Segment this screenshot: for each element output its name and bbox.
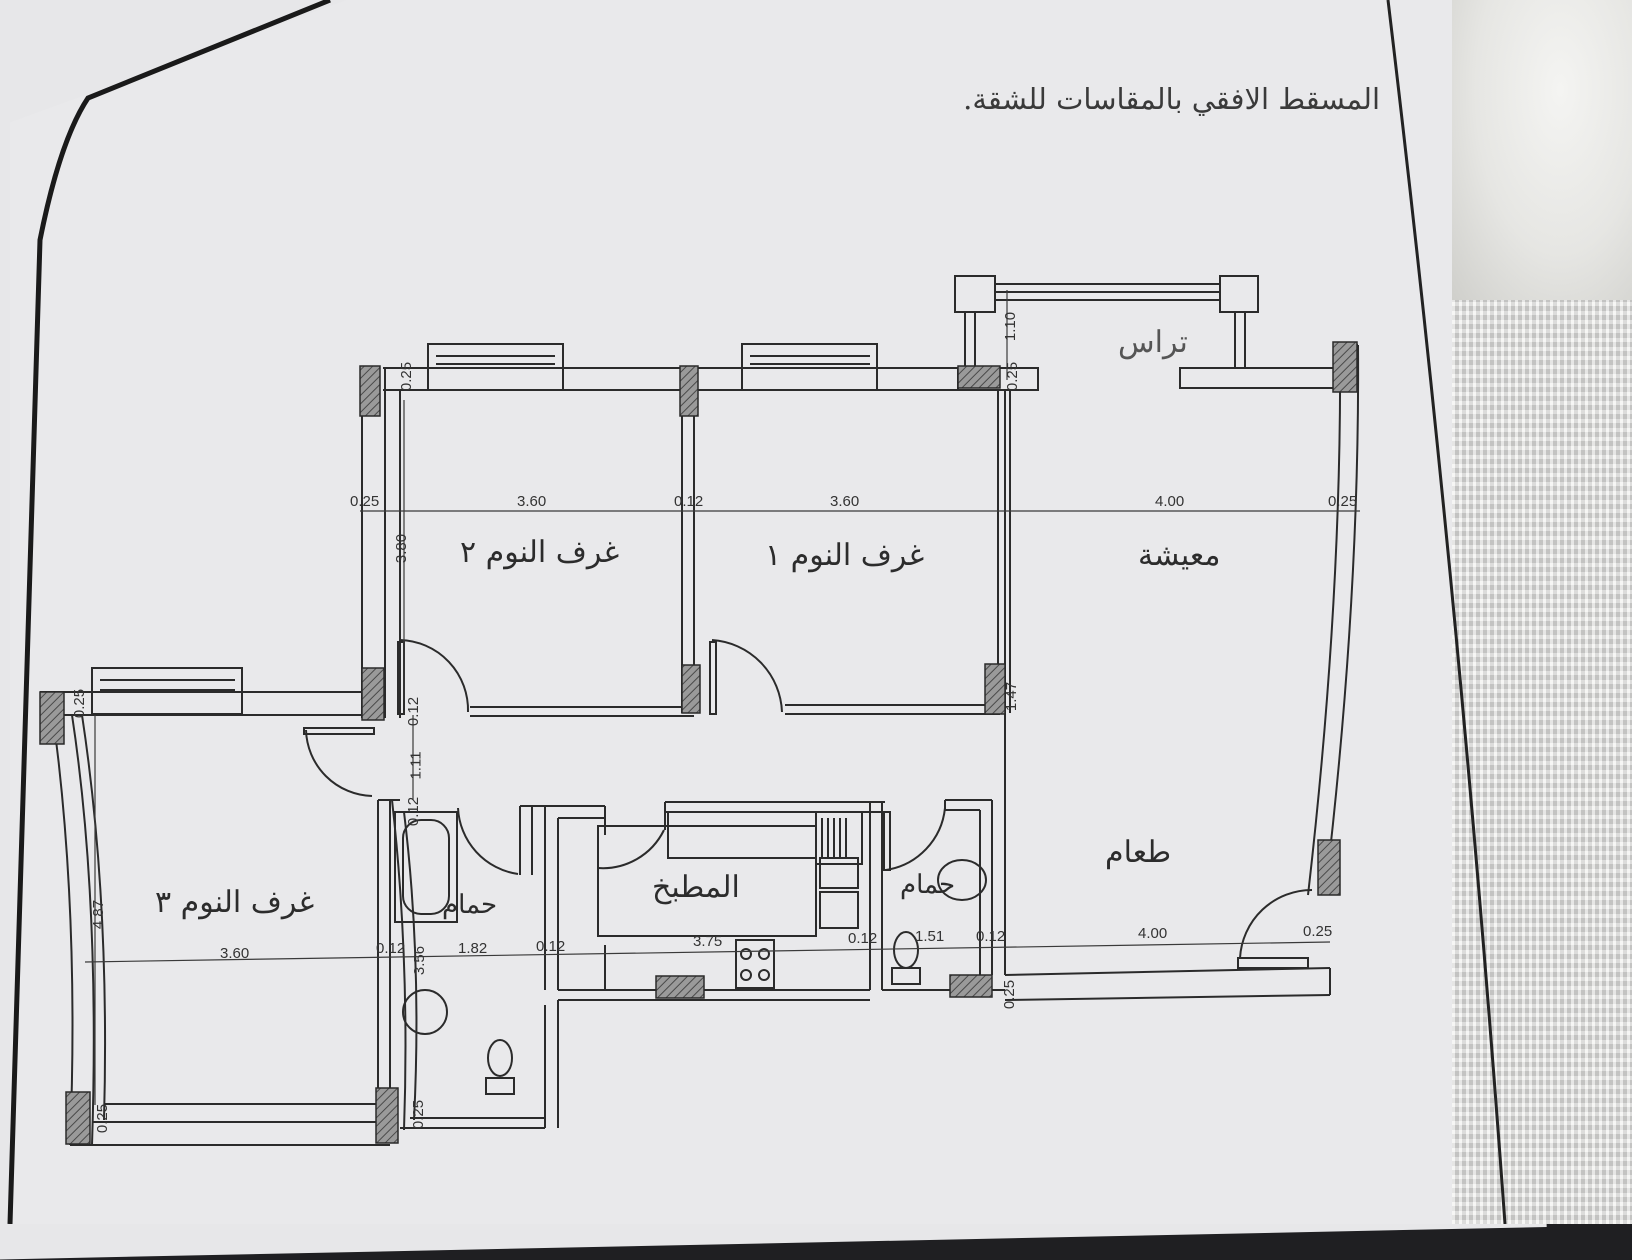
dim-bed1-width: 3.60 bbox=[830, 493, 860, 510]
dim-bottom-partition-3: 0.12 bbox=[848, 930, 878, 947]
dim-terrace-wall: 0.25 bbox=[1004, 361, 1022, 392]
dim-top-wall-right: 0.25 bbox=[1328, 493, 1358, 510]
room-label-bath1: حمام bbox=[442, 890, 498, 920]
dim-top-partition: 0.12 bbox=[674, 493, 704, 510]
dim-bed2-depth: 3.80 bbox=[393, 533, 411, 564]
dim-dining-bottom-wall: 0.25 bbox=[1001, 979, 1019, 1010]
dim-corridor-partition-top: 0.12 bbox=[405, 696, 423, 727]
dim-bottom-wall-left: 0.25 bbox=[94, 1103, 112, 1134]
page-title: المسقط الافقي بالمقاسات للشقة. bbox=[963, 82, 1380, 116]
dim-terrace-depth: 1.10 bbox=[1002, 311, 1020, 342]
dim-bottom-partition-2: 0.12 bbox=[536, 938, 566, 955]
dim-bed3-depth: 4.87 bbox=[90, 899, 108, 930]
terrace-post-right bbox=[1219, 275, 1259, 313]
dim-living-width: 4.00 bbox=[1155, 493, 1185, 510]
paper-sheet bbox=[10, 0, 1540, 1224]
dim-bottom-wall-right: 0.25 bbox=[1303, 923, 1333, 940]
room-label-terrace: تراس bbox=[1118, 325, 1188, 360]
column-top-left bbox=[359, 365, 381, 417]
room-label-bedroom1: غرف النوم ١ bbox=[765, 538, 925, 573]
floor-plan-drawing bbox=[7, 0, 1507, 1224]
dim-bath1-width: 1.82 bbox=[458, 940, 488, 957]
room-label-bath2: حمام bbox=[900, 870, 956, 900]
sheet-edge-right bbox=[1386, 0, 1507, 1224]
dim-bath2-width: 1.51 bbox=[915, 928, 945, 945]
fabric-highlight bbox=[1452, 0, 1632, 300]
dim-bed1-offset: 1.47 bbox=[1003, 681, 1021, 712]
dim-dining-width: 4.00 bbox=[1138, 925, 1168, 942]
dim-bath1-depth: 3.56 bbox=[411, 945, 429, 976]
room-label-kitchen: المطبخ bbox=[652, 870, 740, 905]
dim-bottom-wall-bath: 0.25 bbox=[410, 1099, 428, 1130]
dim-corridor-width: 1.11 bbox=[407, 751, 425, 780]
dim-corridor-partition-bottom: 0.12 bbox=[405, 796, 423, 827]
dim-bottom-partition-4: 0.12 bbox=[976, 928, 1006, 945]
room-label-bedroom3: غرف النوم ٣ bbox=[155, 885, 315, 920]
dim-top-wall-left: 0.25 bbox=[350, 493, 380, 510]
room-label-living: معيشة bbox=[1138, 538, 1221, 573]
dim-bed2-width: 3.60 bbox=[517, 493, 547, 510]
dim-bottom-partition-1: 0.12 bbox=[376, 940, 406, 957]
dim-bed3-width: 3.60 bbox=[220, 945, 250, 962]
room-label-dining: طعام bbox=[1105, 835, 1172, 870]
dim-bed2-top-wall: 0.25 bbox=[398, 361, 416, 392]
dim-bed3-top-wall: 0.25 bbox=[71, 688, 89, 719]
terrace-post-left bbox=[954, 275, 996, 313]
sheet-edge-left bbox=[7, 0, 331, 1224]
room-label-bedroom2: غرف النوم ٢ bbox=[460, 535, 620, 570]
dim-kitchen-width: 3.75 bbox=[693, 933, 723, 950]
